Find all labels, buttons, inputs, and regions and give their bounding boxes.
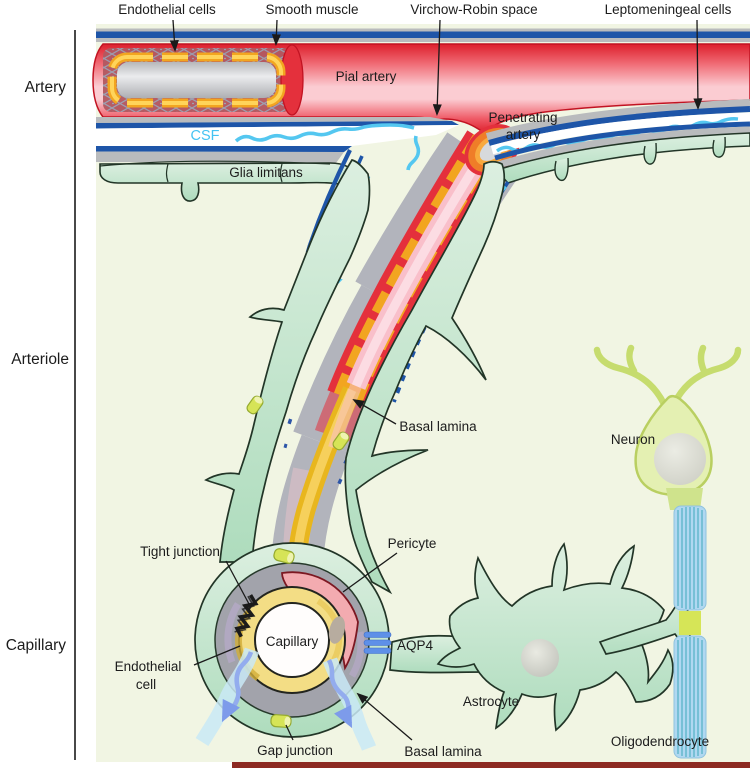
label-smooth-muscle: Smooth muscle <box>265 2 358 17</box>
arrow-basal-lamina-arteriole <box>352 399 397 425</box>
label-endothelial-cell-1: Endothelial <box>115 659 182 674</box>
label-penetrating-artery-1: Penetrating <box>488 110 557 125</box>
axon-hillock <box>666 488 703 510</box>
label-leptomeningeal: Leptomeningeal cells <box>605 2 732 17</box>
label-endothelial-cell-2: cell <box>136 677 156 692</box>
astrocyte <box>436 542 691 732</box>
tight-junction-squiggle <box>234 594 259 638</box>
pointer-pericyte <box>342 552 398 593</box>
side-label-artery: Artery <box>25 79 67 96</box>
neuron-nucleus <box>654 433 706 485</box>
side-label-capillary: Capillary <box>6 637 67 654</box>
astrocyte-nucleus <box>521 639 559 677</box>
artery-lumen <box>117 62 276 98</box>
label-gap-junction: Gap junction <box>257 743 333 758</box>
label-astrocyte: Astrocyte <box>463 694 519 709</box>
label-pericyte: Pericyte <box>388 536 437 551</box>
node-of-ranvier <box>679 611 701 635</box>
label-tight-junction: Tight junction <box>140 544 220 559</box>
pointer-gap-junction <box>285 724 294 741</box>
arrow-basal-lamina-capillary <box>356 692 413 741</box>
pointer-tight-junction <box>225 560 250 605</box>
endothelium-dashes <box>107 52 286 108</box>
capillary-lumen <box>254 602 330 678</box>
label-endothelial-cells: Endothelial cells <box>118 2 216 17</box>
axon-myelin <box>673 505 707 759</box>
sheath-right-band <box>344 160 506 595</box>
smooth-muscle-cutaway <box>103 44 304 116</box>
penetrating-artery <box>287 124 520 565</box>
pointer-endothelial-cell <box>193 645 241 666</box>
label-basal-lamina-capillary: Basal lamina <box>404 744 482 759</box>
csf-wave-left <box>234 123 415 143</box>
label-glia-limitans: Glia limitans <box>229 165 303 180</box>
label-neuron: Neuron <box>611 432 655 447</box>
label-basal-lamina-arteriole: Basal lamina <box>399 419 477 434</box>
aqp4-channels <box>363 631 392 654</box>
top-labels: Endothelial cells Smooth muscle Virchow-… <box>118 2 732 116</box>
label-oligodendrocyte: Oligodendrocyte <box>611 734 709 749</box>
label-aqp4: AQP4 <box>397 638 434 653</box>
neuron <box>593 344 742 759</box>
meninges-band <box>96 28 750 42</box>
label-csf: CSF <box>191 128 220 144</box>
neuron-dendrites <box>593 344 742 408</box>
myelin-stripes <box>677 507 703 757</box>
bottom-edge-strip <box>232 762 750 768</box>
csf-space-right <box>485 99 750 169</box>
label-capillary-lumen: Capillary <box>266 634 319 649</box>
label-pial-artery: Pial artery <box>336 69 397 84</box>
top-label-arrows <box>169 19 703 116</box>
label-penetrating-artery-2: artery <box>506 127 541 142</box>
label-virchow-robin: Virchow-Robin space <box>410 2 537 17</box>
flow-arrows <box>195 647 377 751</box>
csf-space-left <box>96 117 459 163</box>
gap-junctions <box>246 395 350 728</box>
endothelial-nucleus <box>328 616 346 644</box>
side-label-arteriole: Arteriole <box>11 351 69 368</box>
sheath-left-band <box>204 159 371 563</box>
artery-cut-edge <box>280 44 304 116</box>
